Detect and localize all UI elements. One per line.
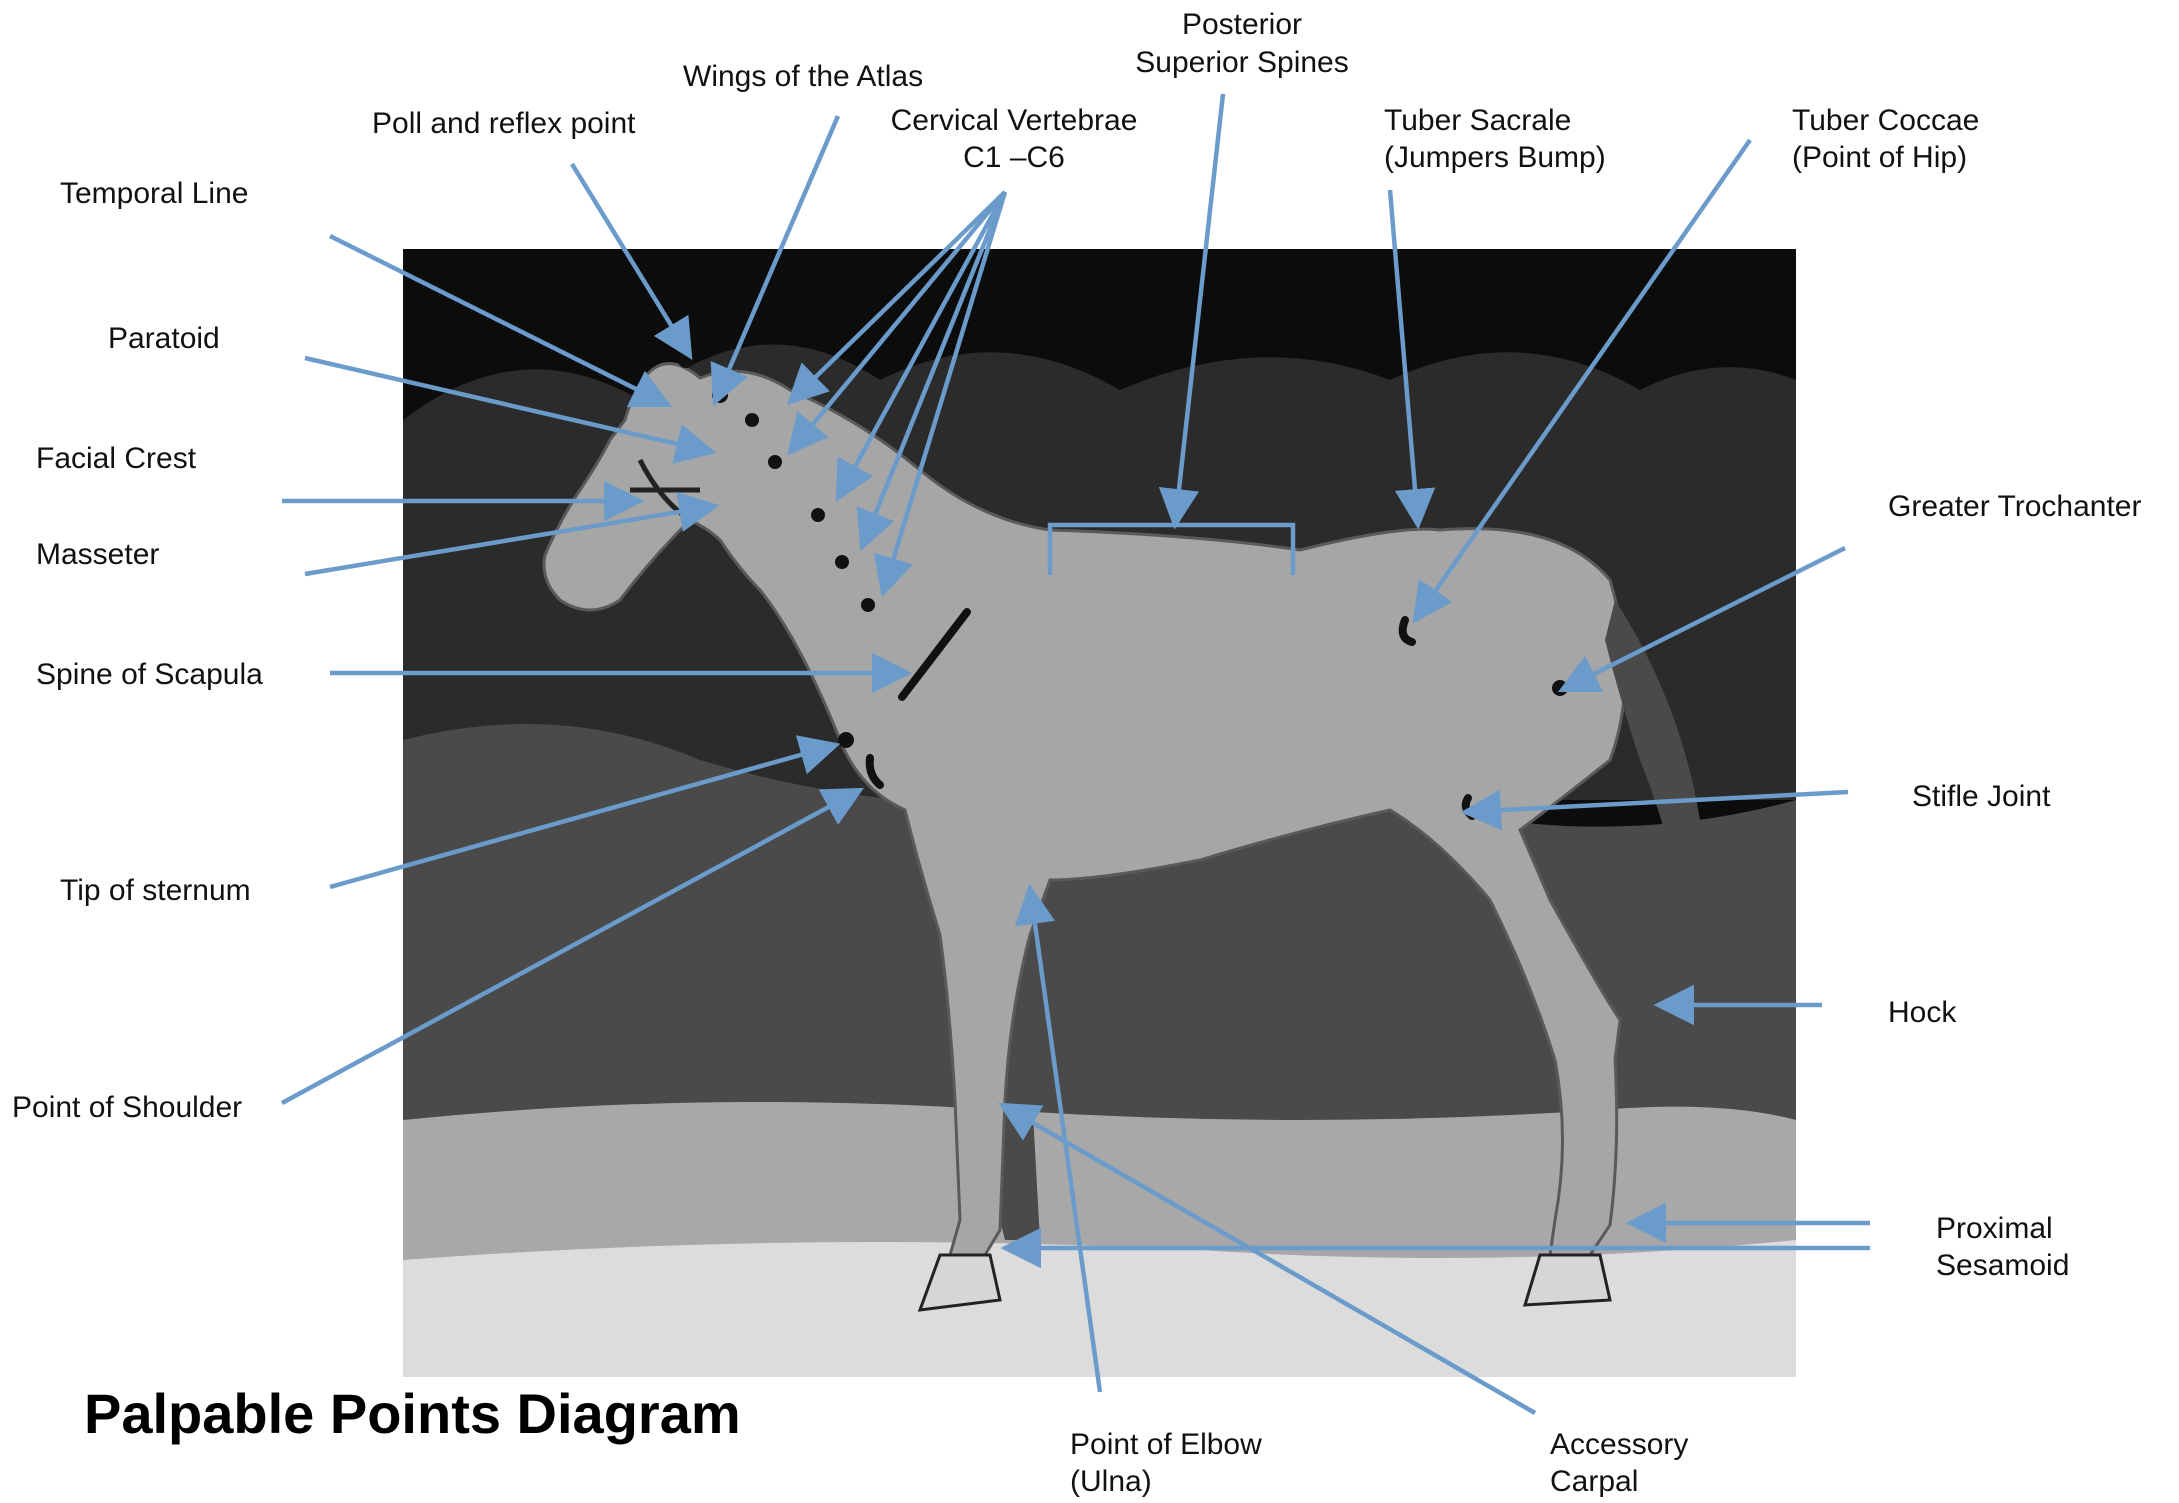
label-posterior-line1: Posterior — [1182, 8, 1302, 41]
label-elbow-line2: (Ulna) — [1070, 1465, 1152, 1498]
label-spine-scapula: Spine of Scapula — [36, 658, 263, 691]
labels: Poll and reflex point Wings of the Atlas… — [12, 8, 2141, 1498]
label-tuber-sacrale-line1: Tuber Sacrale — [1384, 104, 1571, 137]
pointer-arrows — [280, 93, 1870, 1415]
pointer-tip-sternum — [329, 735, 841, 890]
label-tuber-coccae-line2: (Point of Hip) — [1792, 141, 1967, 174]
label-greater-trochanter: Greater Trochanter — [1888, 490, 2141, 523]
label-posterior-line2: Superior Spines — [1135, 46, 1348, 79]
label-accessory-line1: Accessory — [1550, 1428, 1688, 1461]
label-stifle-joint: Stifle Joint — [1912, 780, 2051, 813]
pointer-greater-trochanter — [1557, 545, 1847, 693]
pointer-stifle-joint — [1460, 789, 1849, 831]
label-cervical-line2: C1 –C6 — [963, 141, 1065, 174]
pointer-cervical-2 — [787, 190, 1007, 456]
horse-silhouette — [542, 362, 1714, 1312]
label-point-shoulder: Point of Shoulder — [12, 1091, 242, 1124]
label-cervical-line1: Cervical Vertebrae — [891, 104, 1138, 137]
horse-photograph — [403, 249, 1796, 1377]
label-hock: Hock — [1888, 996, 1957, 1029]
label-elbow-line1: Point of Elbow — [1070, 1428, 1262, 1461]
label-masseter: Masseter — [36, 538, 159, 571]
pointer-posterior-spines — [1158, 93, 1226, 530]
label-wings-atlas: Wings of the Atlas — [683, 60, 923, 93]
pointer-accessory-carpal — [998, 1102, 1537, 1415]
label-accessory-line2: Carpal — [1550, 1465, 1638, 1498]
pointer-tuber-sacrale — [1387, 189, 1436, 530]
label-tip-sternum: Tip of sternum — [60, 874, 251, 907]
pointer-point-shoulder — [280, 787, 864, 1105]
label-proximal-line1: Proximal — [1936, 1212, 2053, 1245]
diagram-title: Palpable Points Diagram — [84, 1382, 741, 1445]
label-facial-crest: Facial Crest — [36, 442, 197, 475]
pointer-cervical-3 — [835, 190, 1007, 502]
pointer-masseter — [304, 491, 720, 577]
label-tuber-sacrale-line2: (Jumpers Bump) — [1384, 141, 1606, 174]
pointer-wings-atlas — [710, 115, 841, 407]
label-temporal-line: Temporal Line — [60, 177, 248, 210]
pointer-cervical-1 — [786, 190, 1007, 406]
pointer-cervical-5 — [874, 191, 1008, 598]
pointer-paratoid — [304, 355, 717, 464]
label-poll-reflex: Poll and reflex point — [372, 107, 636, 140]
pointer-cervical-4 — [856, 191, 1008, 552]
label-proximal-line2: Sesamoid — [1936, 1249, 2069, 1282]
pointer-temporal-line — [328, 233, 673, 408]
label-tuber-coccae-line1: Tuber Coccae — [1792, 104, 1979, 137]
pointer-poll — [570, 162, 693, 360]
pointer-tuber-coccae — [1412, 138, 1752, 624]
posterior-spines-bracket — [1047, 522, 1296, 575]
label-paratoid: Paratoid — [108, 322, 220, 355]
